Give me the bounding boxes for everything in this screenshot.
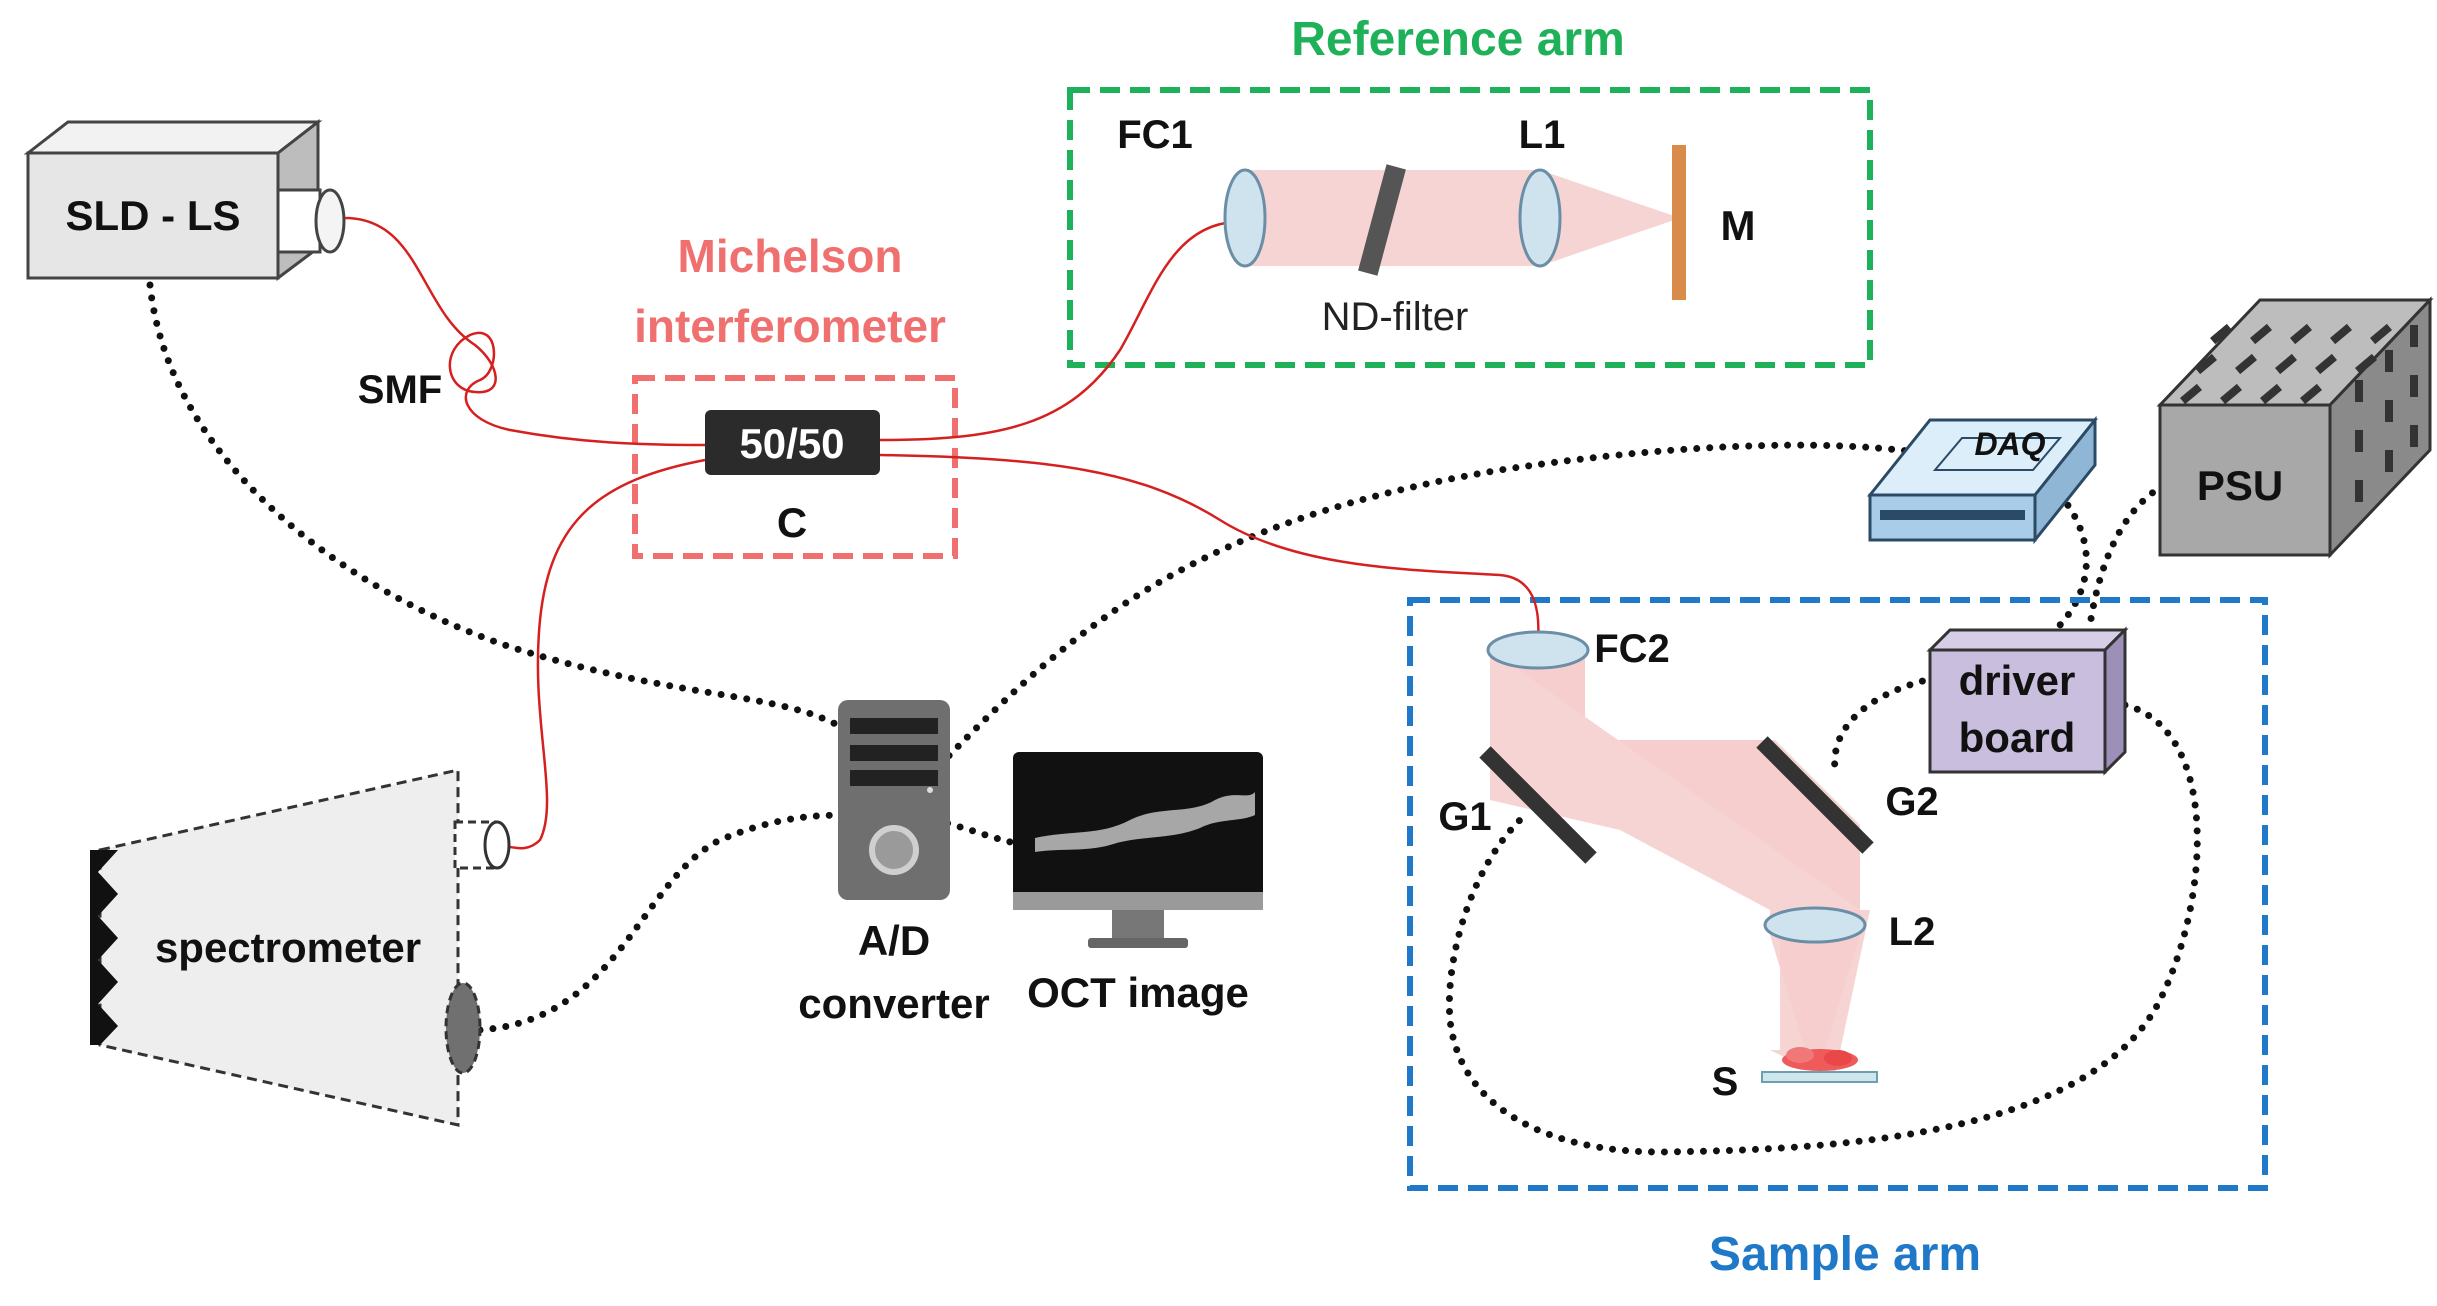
smf-label: SMF [358, 368, 442, 412]
l2-label: L2 [1889, 910, 1936, 954]
michelson-box [632, 375, 958, 559]
cable-source-to-adc [146, 281, 864, 744]
g1-label: G1 [1438, 795, 1491, 839]
ad-converter-label-line1: A/D [858, 917, 930, 964]
reference-beam [1245, 170, 1680, 266]
spectrometer-detector [444, 981, 482, 1075]
cable-driver-to-g1-loop [1445, 701, 2201, 1156]
psu-device: PSU [2156, 296, 2434, 559]
sample-beam-focus [1770, 910, 1860, 1050]
michelson-title-line2: interferometer [634, 300, 946, 352]
sample-slide [1761, 1071, 1878, 1083]
mirror [1672, 145, 1686, 300]
spectrometer-label: spectrometer [155, 924, 421, 971]
fc1-label: FC1 [1117, 113, 1193, 157]
fc2-label: FC2 [1594, 627, 1670, 671]
fc2-lens [1486, 630, 1590, 670]
sample-label: S [1712, 1060, 1739, 1104]
oct-image-scan [1035, 792, 1255, 852]
fiber-source-to-coupler [344, 216, 706, 447]
sample-beam-main [1490, 650, 1860, 910]
ad-converter-label-line2: converter [798, 980, 989, 1027]
galvo-g2 [1756, 736, 1874, 854]
fc1-lens [1223, 168, 1267, 268]
sample-arm-title: Sample arm [1709, 1228, 1981, 1281]
sample-arm-box [1407, 597, 2268, 1191]
coupler-body [705, 410, 880, 475]
daq-label: DAQ [1974, 426, 2045, 462]
light-source: SLD - LS [23, 118, 346, 281]
nd-filter [1358, 164, 1406, 276]
psu-label: PSU [2197, 462, 2283, 509]
reference-optics [1223, 145, 1686, 300]
fiber-coupler-to-spectrometer [494, 458, 706, 850]
l2-lens [1763, 906, 1867, 944]
reference-arm-box [1067, 87, 1873, 368]
monitor: OCT image [1013, 752, 1263, 1016]
driver-board: driver board [1926, 626, 2129, 776]
nd-filter-label: ND-filter [1322, 295, 1469, 339]
driver-board-label-line1: driver [1959, 657, 2076, 704]
light-source-label: SLD - LS [66, 192, 241, 239]
cable-spectrometer-to-adc [476, 811, 859, 1034]
g2-label: G2 [1885, 780, 1938, 824]
oct-image-label: OCT image [1027, 969, 1249, 1016]
spectrometer: spectrometer [90, 768, 511, 1127]
coupler-ratio-label: 50/50 [739, 420, 844, 467]
psu-vents [2180, 323, 2418, 502]
spectrometer-grating [90, 850, 118, 1045]
michelson-title-line1: Michelson [678, 230, 903, 282]
coupler-label: C [777, 499, 807, 546]
reference-arm-title: Reference arm [1291, 13, 1625, 66]
l1-lens [1518, 168, 1562, 268]
galvo-g1 [1479, 746, 1597, 864]
fiber-coupler-to-fc1 [879, 220, 1236, 442]
ad-converter: A/D converter [798, 700, 990, 1027]
l1-label: L1 [1519, 113, 1566, 157]
cable-driver-to-g2 [1831, 674, 1939, 774]
driver-board-label-line2: board [1959, 714, 2076, 761]
sample-optics [1479, 630, 1878, 1083]
fiber-coupler-to-fc2 [879, 453, 1540, 641]
mirror-label: M [1721, 202, 1756, 249]
cable-adc-to-daq [936, 441, 1939, 769]
optical-fibers [344, 216, 1540, 850]
cable-daq-to-driver [2056, 491, 2090, 629]
daq-device: DAQ [1866, 415, 2099, 545]
